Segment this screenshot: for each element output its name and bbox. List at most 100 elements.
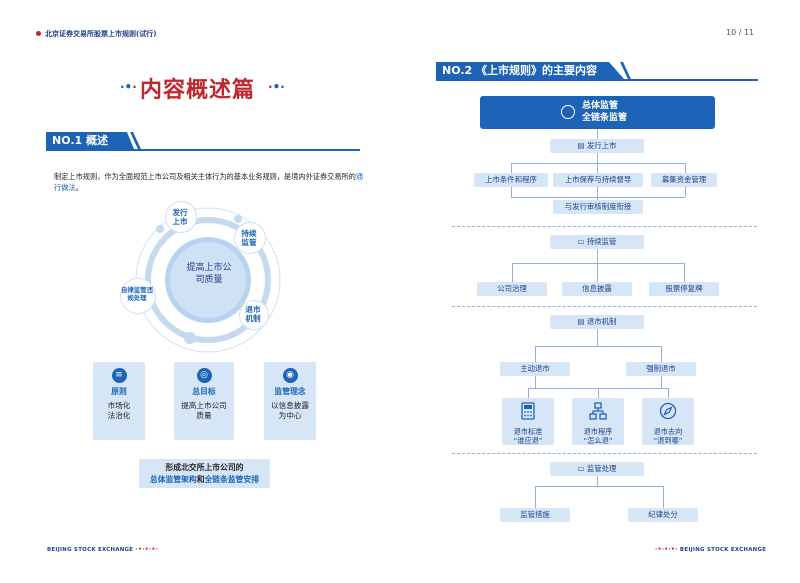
top-line1: 总体监管 (582, 101, 619, 111)
supervision-header: ▭ 监管处理 (550, 462, 644, 476)
orbit-node-1 (165, 201, 197, 233)
sub-text-1: 退市标准 (513, 427, 543, 436)
separator (452, 306, 757, 307)
connector (685, 163, 686, 173)
main-title: 内容概述篇 (140, 78, 256, 103)
connector (535, 376, 536, 388)
delisting-header: ▤ 退市机制 (550, 315, 644, 329)
connector (668, 388, 669, 398)
summary-highlight-2: 全链条监管安排 (204, 475, 260, 484)
connector (511, 163, 512, 173)
document-title: 北京证券交易所股票上市规则(试行) (45, 30, 157, 38)
overall-supervision-text: 总体监管 全链条监管 (582, 100, 627, 124)
orbit-node-2 (234, 222, 266, 254)
supervision-label: 监管处理 (586, 464, 617, 473)
connector (597, 187, 598, 200)
banner-underline (46, 149, 360, 151)
connector (597, 129, 598, 139)
orbit-node-4 (120, 278, 156, 314)
sub-text-2: “怎么退” (583, 436, 613, 445)
issuance-item-1: 上市条件和程序 (474, 173, 548, 187)
orbit-node-3 (239, 300, 269, 330)
delisting-sub-standard: 退市标准 “谁应退” (502, 398, 554, 445)
card-text: 市场化法治化 (107, 401, 131, 420)
page-number: 10 / 11 (726, 28, 755, 37)
delisting-sub-destination: 退市去向 “退到哪” (642, 398, 694, 445)
separator (452, 226, 757, 227)
issuance-header: ▤ 发行上市 (550, 139, 644, 153)
connector (597, 263, 598, 282)
connector (598, 388, 599, 398)
intro-link-text: 通行做法 (54, 172, 364, 192)
footer-brand-right: ·•·•·•· BEIJING STOCK EXCHANGE (655, 546, 766, 553)
connector (661, 376, 662, 388)
card-text: 以信息披露为中心 (271, 401, 309, 420)
connector (535, 346, 536, 362)
header-dot (36, 31, 41, 36)
overall-supervision-box: 总体监管 全链条监管 (480, 96, 715, 129)
section-banner-2: NO.2 《上市规则》的主要内容 (436, 62, 624, 79)
card-title: 监管理念 (274, 387, 306, 396)
summary-line1: 形成北交所上市公司的 (165, 463, 244, 472)
connector (597, 329, 598, 346)
list-icon: ≡ (111, 368, 127, 383)
intro-end: 。 (75, 183, 83, 192)
connector (597, 153, 598, 163)
connector (535, 486, 536, 508)
sub-text-2: “退到哪” (653, 436, 683, 445)
connector (661, 346, 662, 362)
connector (512, 263, 684, 264)
title-deco-left: ·•· (120, 80, 137, 94)
footer-dots: ·•·•·•· (135, 546, 159, 553)
card-philosophy: ◉ 监管理念 以信息披露为中心 (264, 362, 316, 440)
card-principle: ≡ 原则 市场化法治化 (93, 362, 145, 440)
continuous-label: 持续监管 (586, 237, 617, 246)
separator (452, 453, 757, 454)
delisting-type-mandatory: 强制退市 (626, 362, 696, 376)
footer-brand-text: BEIJING STOCK EXCHANGE (679, 547, 767, 553)
summary-highlight-1: 总体监管架构 (149, 475, 197, 484)
footer-dots: ·•·•·•· (655, 546, 678, 553)
supervision-item-2: 纪律处分 (628, 508, 698, 522)
issuance-item-3: 募集资金管理 (651, 173, 717, 187)
summary-line2: 总体监管架构和全链条监管安排 (139, 474, 270, 486)
summary-mid: 和 (196, 475, 205, 484)
eye-icon: ◉ (282, 368, 298, 383)
connector (511, 187, 512, 197)
top-line2: 全链条监管 (582, 113, 628, 123)
supervision-item-1: 监管措施 (500, 508, 570, 522)
target-icon: ◎ (196, 368, 212, 383)
connector (663, 486, 664, 508)
banner-underline-2 (436, 79, 758, 81)
continuous-item-2: 信息披露 (562, 282, 632, 296)
connector (684, 263, 685, 282)
orbit-node-label-4: 自律监管违规处理 (121, 286, 153, 302)
orbit-node-label-1: 发行上市 (172, 208, 188, 226)
connector (597, 163, 598, 173)
flowchart-icon (589, 402, 607, 420)
title-deco-right: ·•· (268, 80, 285, 94)
summary-box: 形成北交所上市公司的 总体监管架构和全链条监管安排 (139, 459, 270, 488)
connector (512, 263, 513, 282)
card-title: 总目标 (192, 387, 216, 396)
footer-brand-text: BEIJING STOCK EXCHANGE (47, 547, 134, 553)
delisting-type-voluntary: 主动退市 (500, 362, 570, 376)
connector (528, 388, 529, 398)
connector (511, 163, 685, 164)
footer-brand-left: BEIJING STOCK EXCHANGE ·•·•·•· (47, 546, 158, 553)
orbit-node-label-2: 持续监管 (241, 229, 257, 247)
issuance-label: 发行上市 (586, 141, 617, 150)
connector (511, 197, 685, 198)
continuous-header: ▭ 持续监管 (550, 235, 644, 249)
compass-icon (659, 402, 677, 420)
orbit-center: 提高上市公司质量 (186, 263, 232, 285)
card-goal: ◎ 总目标 提高上市公司质量 (174, 362, 234, 440)
intro-paragraph: 制定上市规则，作为全面规范上市公司及相关主体行为的基本业务规则，是境内外证券交易… (54, 171, 364, 193)
continuous-item-3: 股票停复牌 (649, 282, 719, 296)
connector (597, 476, 598, 486)
shield-eye-icon (561, 105, 575, 119)
connector (535, 346, 661, 347)
connector (597, 249, 598, 263)
delisting-label: 退市机制 (586, 317, 617, 326)
delisting-sub-procedure: 退市程序 “怎么退” (572, 398, 624, 445)
